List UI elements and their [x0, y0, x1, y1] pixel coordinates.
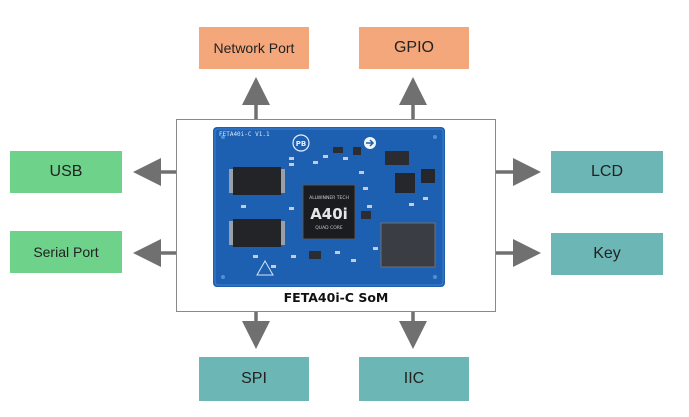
- emmc-chip: [380, 222, 436, 268]
- soc-sub: QUAD CORE: [315, 225, 343, 231]
- gpio-box: GPIO: [359, 27, 469, 69]
- som-board-image: FETA40i-C V1.1 PB ALLWINNER TECH A40i QU…: [213, 127, 445, 287]
- ram-chip-1: [233, 167, 281, 195]
- board-silkscreen: FETA40i-C V1.1: [219, 131, 270, 138]
- som-caption: FETA40i-C SoM: [283, 290, 389, 305]
- cert-mark: PB: [296, 140, 306, 148]
- iic-box: IIC: [359, 357, 469, 401]
- serial-port-box: Serial Port: [10, 231, 122, 273]
- soc-chip: [302, 184, 356, 240]
- pmic-chip: [395, 173, 415, 193]
- usb-box: USB: [10, 151, 122, 193]
- ram-chip-2: [233, 219, 281, 247]
- soc-logo: ALLWINNER TECH: [309, 195, 349, 201]
- spi-box: SPI: [199, 357, 309, 401]
- network-port-box: Network Port: [199, 27, 309, 69]
- soc-label: A40i: [310, 205, 348, 223]
- lcd-box: LCD: [551, 151, 663, 193]
- key-box: Key: [551, 233, 663, 275]
